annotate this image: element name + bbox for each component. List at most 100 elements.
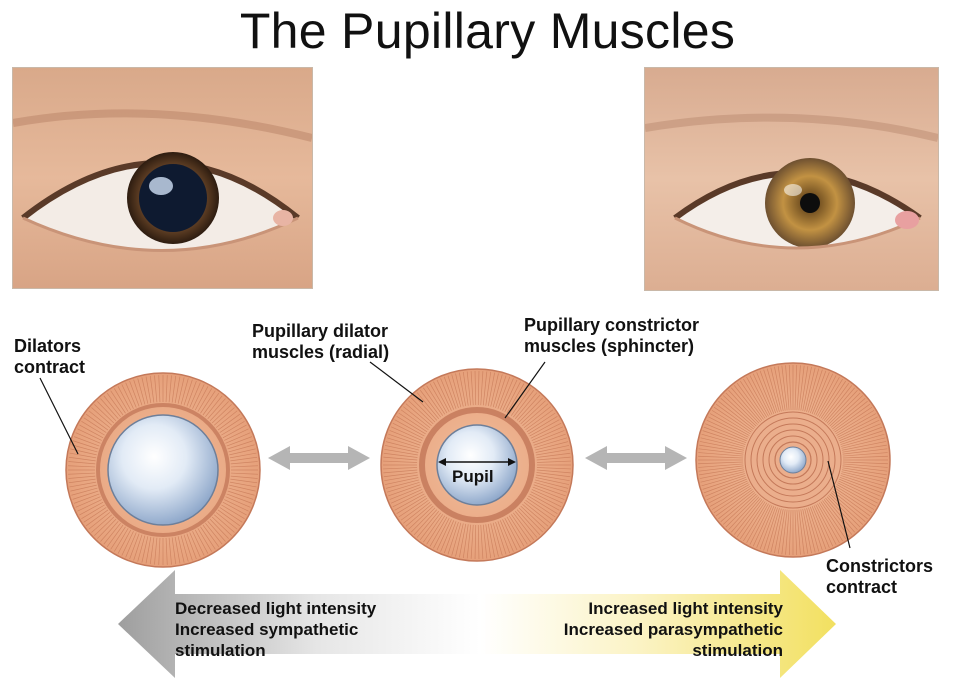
radial-fiber — [227, 440, 254, 450]
radial-fiber — [533, 484, 566, 497]
page-title: The Pupillary Muscles — [239, 3, 736, 59]
radial-fiber — [743, 378, 768, 418]
radial-fiber — [752, 373, 773, 415]
radial-fiber — [713, 487, 752, 514]
radial-fiber — [535, 441, 569, 451]
radial-fiber — [703, 426, 747, 444]
radial-fiber — [536, 467, 571, 470]
radial-fiber — [88, 512, 111, 530]
radial-fiber — [806, 508, 820, 552]
radial-fiber — [230, 465, 258, 468]
radial-fiber — [207, 398, 226, 420]
radial-fiber — [516, 394, 541, 421]
radial-fiber — [197, 388, 213, 412]
radial-fiber — [141, 536, 149, 563]
radial-fiber — [225, 432, 251, 444]
radial-fiber — [113, 388, 129, 412]
radial-fiber — [838, 480, 880, 501]
radial-fiber — [763, 507, 778, 551]
radial-fiber — [125, 532, 137, 558]
radial-fiber — [841, 437, 886, 449]
radial-fiber — [766, 368, 780, 412]
radial-fiber — [94, 516, 115, 536]
radial-fiber — [536, 474, 570, 482]
radial-fiber — [532, 486, 565, 500]
radial-fiber — [110, 390, 126, 414]
radial-fiber — [804, 367, 816, 412]
radial-fiber — [739, 501, 766, 540]
radial-fiber — [533, 433, 566, 446]
radial-fiber — [451, 374, 462, 408]
radial-fiber — [389, 430, 422, 444]
radial-fiber — [451, 522, 462, 556]
radial-fiber — [535, 445, 570, 453]
radial-fiber — [386, 482, 420, 493]
radial-fiber — [802, 366, 812, 412]
radial-fiber — [174, 376, 181, 404]
double-arrow-1 — [268, 446, 370, 470]
radial-fiber — [79, 424, 104, 439]
constricted-eye-photo — [644, 67, 939, 291]
radial-fiber — [97, 518, 117, 539]
radial-fiber — [384, 477, 419, 485]
radial-fiber — [433, 381, 450, 412]
radial-fiber — [825, 497, 855, 533]
radial-fiber — [532, 430, 565, 444]
radial-fiber — [842, 448, 888, 455]
radial-fiber — [70, 448, 97, 456]
radial-fiber — [809, 506, 827, 550]
radial-fiber — [752, 505, 773, 547]
radial-fiber — [841, 471, 886, 483]
radial-fiber — [215, 512, 238, 530]
radial-fiber — [531, 426, 564, 441]
radial-fiber — [171, 375, 177, 403]
radial-fiber — [828, 392, 861, 425]
radial-fiber — [229, 484, 256, 492]
radial-fiber — [835, 410, 875, 435]
radial-fiber — [796, 509, 801, 555]
radial-fiber — [180, 535, 189, 562]
radial-fiber — [385, 441, 419, 451]
radial-fiber — [529, 493, 560, 511]
radial-fiber — [97, 401, 117, 422]
radial-fiber — [835, 485, 875, 510]
radial-fiber — [705, 478, 747, 497]
radial-fiber — [840, 430, 884, 445]
radial-fiber — [226, 493, 253, 504]
radial-fiber — [495, 521, 507, 555]
radial-fiber — [485, 524, 492, 559]
radial-fiber — [523, 406, 551, 429]
radial-fiber — [211, 516, 232, 536]
radial-fiber — [832, 490, 868, 520]
radial-fiber — [230, 472, 258, 475]
radial-fiber — [718, 490, 754, 520]
radial-fiber — [485, 371, 492, 406]
radial-fiber — [514, 392, 538, 419]
radial-fiber — [158, 537, 161, 565]
radial-fiber — [413, 509, 438, 536]
radial-fiber — [785, 509, 790, 555]
radial-fiber — [529, 419, 560, 437]
constrictors-contract-label: Constrictors contract — [826, 556, 934, 597]
radial-fiber — [506, 516, 525, 547]
radial-fiber — [68, 456, 96, 462]
radial-fiber — [490, 523, 499, 557]
radial-fiber — [794, 509, 798, 555]
radial-fiber — [413, 394, 438, 421]
radial-fiber — [698, 455, 744, 459]
radial-fiber — [708, 482, 749, 504]
radial-fiber — [396, 416, 426, 435]
radial-fiber — [137, 378, 146, 405]
radial-fiber — [508, 515, 528, 545]
radial-fiber — [436, 379, 452, 411]
radial-fiber — [723, 395, 757, 427]
radial-fiber — [410, 397, 436, 423]
radial-fiber — [168, 537, 172, 565]
radial-fiber — [838, 419, 880, 440]
radial-fiber — [462, 524, 469, 559]
radial-fiber — [474, 371, 477, 406]
radial-fiber — [820, 380, 847, 419]
radial-fiber — [781, 509, 788, 555]
radial-fiber — [383, 460, 418, 463]
radial-fiber — [526, 412, 556, 433]
